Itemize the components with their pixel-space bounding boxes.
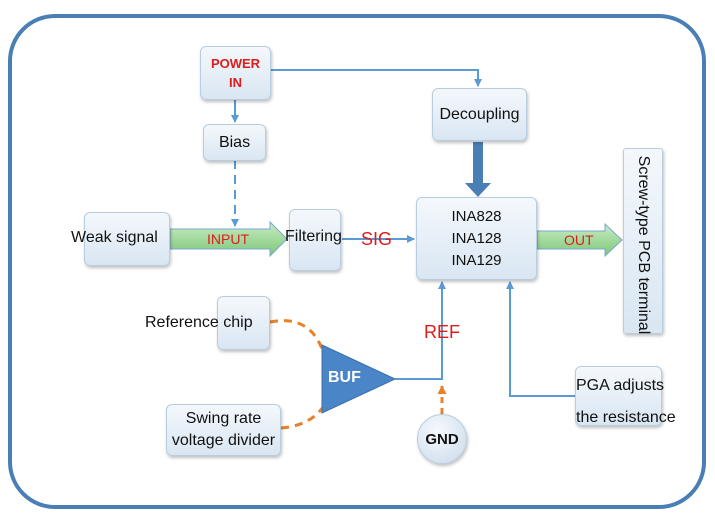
- weak-signal-label: Weak signal: [71, 229, 158, 246]
- buf-triangle: [321, 344, 397, 414]
- out-label: OUT: [564, 232, 594, 248]
- decoupling-thick-arrow-head: [465, 183, 491, 197]
- decoupling-block: Decoupling: [432, 88, 527, 141]
- ina128-label: INA128: [451, 229, 502, 247]
- buf-to-ina-line: [395, 281, 446, 380]
- sig-label: SIG: [361, 229, 393, 249]
- swing-rate-label: Swing rate voltage divider: [171, 410, 276, 449]
- ina-block: INA828 INA128 INA129: [416, 197, 537, 280]
- gnd-label: GND: [425, 430, 459, 448]
- pga-to-ina-line: [506, 281, 575, 397]
- input-arrow: [169, 220, 288, 258]
- out-arrow: [536, 222, 623, 258]
- filtering-block: [289, 209, 341, 271]
- reference-chip-block: [217, 296, 270, 350]
- swing-rate-block: Swing rate voltage divider: [166, 404, 281, 456]
- power-in-block: POWER IN: [200, 46, 271, 100]
- pga-block: [575, 366, 662, 426]
- terminal-label: Screw-type PCB terminal: [635, 155, 652, 335]
- filtering-label: Filtering: [285, 228, 342, 245]
- ref-label: REF: [424, 322, 460, 342]
- bias-label: Bias: [218, 133, 251, 151]
- refchip-to-buf-line: [269, 319, 325, 353]
- input-label: INPUT: [207, 231, 249, 247]
- outer-frame: [8, 14, 706, 509]
- gnd-node: GND: [417, 414, 467, 464]
- decoupling-label: Decoupling: [439, 105, 520, 123]
- terminal-block: [623, 148, 663, 334]
- power-in-label: POWER IN: [210, 56, 261, 90]
- ina129-label: INA129: [451, 251, 502, 269]
- ina828-label: INA828: [451, 207, 502, 225]
- buf-label: BUF: [328, 369, 361, 386]
- bias-block: Bias: [203, 124, 266, 161]
- pga-label: PGA adjusts the resistance: [576, 377, 676, 426]
- divider-to-buf-line: [280, 403, 327, 430]
- power-to-decoupling-line: [270, 69, 482, 87]
- weak-signal-block: [84, 212, 170, 266]
- reference-chip-label: Reference chip: [145, 314, 253, 331]
- decoupling-thick-arrow-shaft: [473, 142, 483, 184]
